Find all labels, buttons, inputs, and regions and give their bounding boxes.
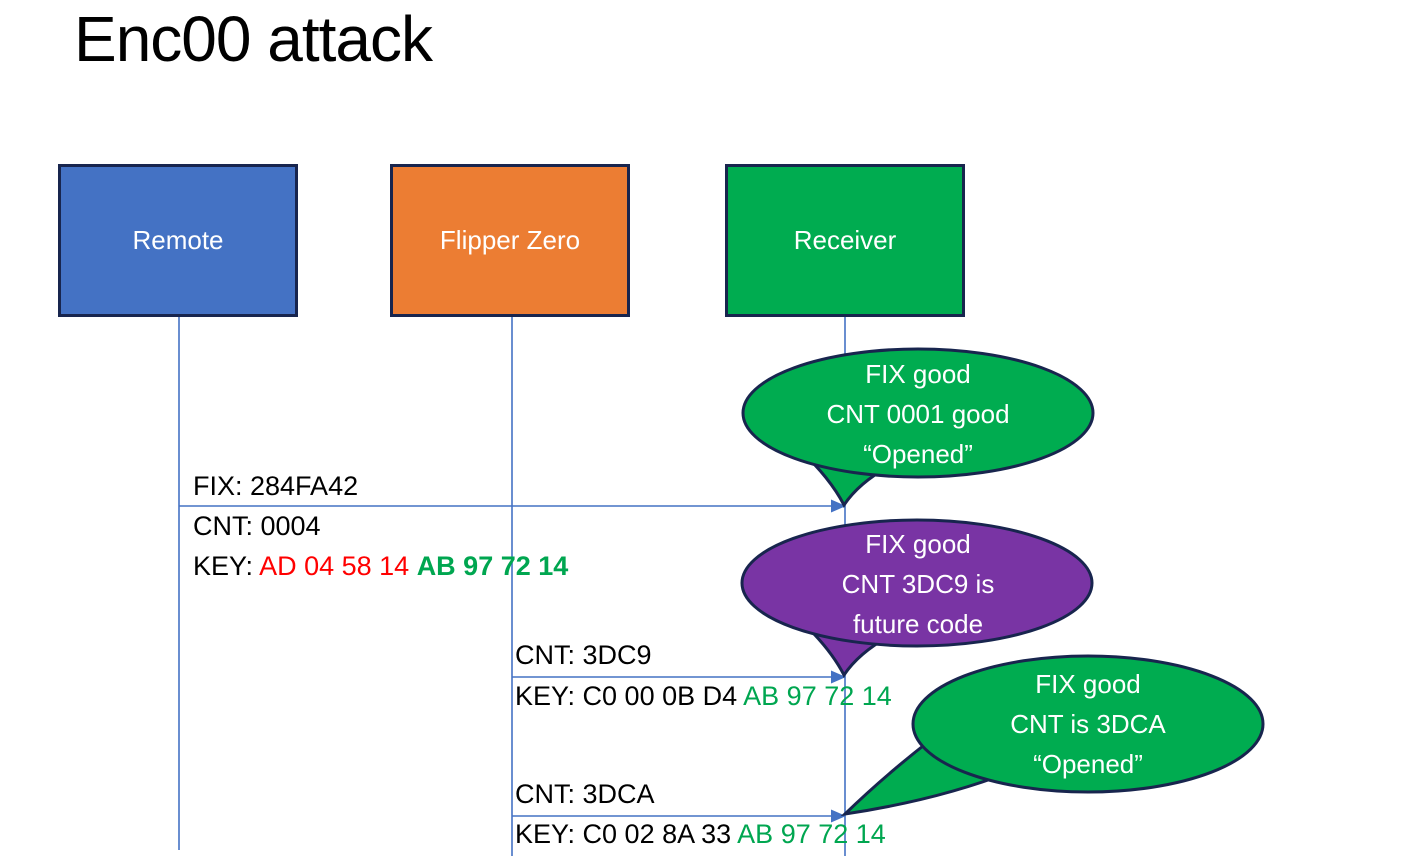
actor-label-flipper-zero: Flipper Zero [439, 225, 581, 255]
callout-line: CNT is 3DCA [1010, 709, 1166, 739]
message-arrow-flipper-to-receiver-2 [512, 809, 846, 823]
callout-line: FIX good [865, 359, 971, 389]
message2-key-label: KEY: C0 00 0B D4 AB 97 72 14 [515, 681, 892, 712]
actor-box-flipper-zero: Flipper Zero [390, 164, 630, 317]
callout-line: FIX good [1035, 669, 1141, 699]
message1-cnt-label: CNT: 0004 [193, 511, 321, 541]
callout3-text: FIX good CNT is 3DCA “Opened” [908, 664, 1268, 784]
callout-line: future code [852, 609, 984, 639]
slide-title: Enc00 attack [74, 3, 433, 75]
arrowhead-icon [831, 809, 846, 823]
callout2-text: FIX good CNT 3DC9 is future code [738, 524, 1098, 644]
callout1-text: FIX good CNT 0001 good “Opened” [738, 354, 1098, 474]
message-arrow-flipper-to-receiver-1 [512, 670, 846, 684]
callout-ellipse [740, 518, 1094, 648]
callout-bubble-opened-1 [741, 347, 1095, 508]
callout-ellipse [911, 654, 1265, 794]
actor-label-receiver: Receiver [793, 225, 897, 255]
callout-line: “Opened” [1033, 749, 1143, 779]
key-fixed-bytes: AB 97 72 14 [743, 681, 892, 711]
actor-box-receiver: Receiver [725, 164, 965, 317]
arrowhead-icon [831, 670, 846, 684]
key-prefix: KEY: [193, 551, 260, 581]
message1-key-label: KEY: AD 04 58 14 AB 97 72 14 [193, 551, 568, 582]
arrowhead-icon [831, 499, 846, 513]
callout-bubble-opened-2 [840, 654, 1265, 817]
key-changed-bytes: AD 04 58 14 [259, 551, 417, 581]
actor-box-remote: Remote [58, 164, 298, 317]
callout-ellipse [741, 347, 1095, 479]
callout-bubble-future-code [740, 518, 1094, 678]
callout-line: “Opened” [863, 439, 973, 469]
key-prefix: KEY: C0 00 0B D4 [515, 681, 744, 711]
callout-line: CNT 3DC9 is [841, 569, 995, 599]
actor-label-remote: Remote [132, 225, 224, 255]
message3-key-label: KEY: C0 02 8A 33 AB 97 72 14 [515, 819, 886, 850]
message-arrow-remote-to-receiver [179, 499, 846, 513]
key-prefix: KEY: C0 02 8A 33 [515, 819, 738, 849]
callout-line: FIX good [865, 529, 971, 559]
callout-line: CNT 0001 good [826, 399, 1010, 429]
message3-cnt-label: CNT: 3DCA [515, 779, 655, 809]
key-fixed-bytes: AB 97 72 14 [416, 551, 569, 581]
message2-cnt-label: CNT: 3DC9 [515, 640, 652, 670]
message1-fix-label: FIX: 284FA42 [193, 471, 359, 501]
key-fixed-bytes: AB 97 72 14 [737, 819, 886, 849]
